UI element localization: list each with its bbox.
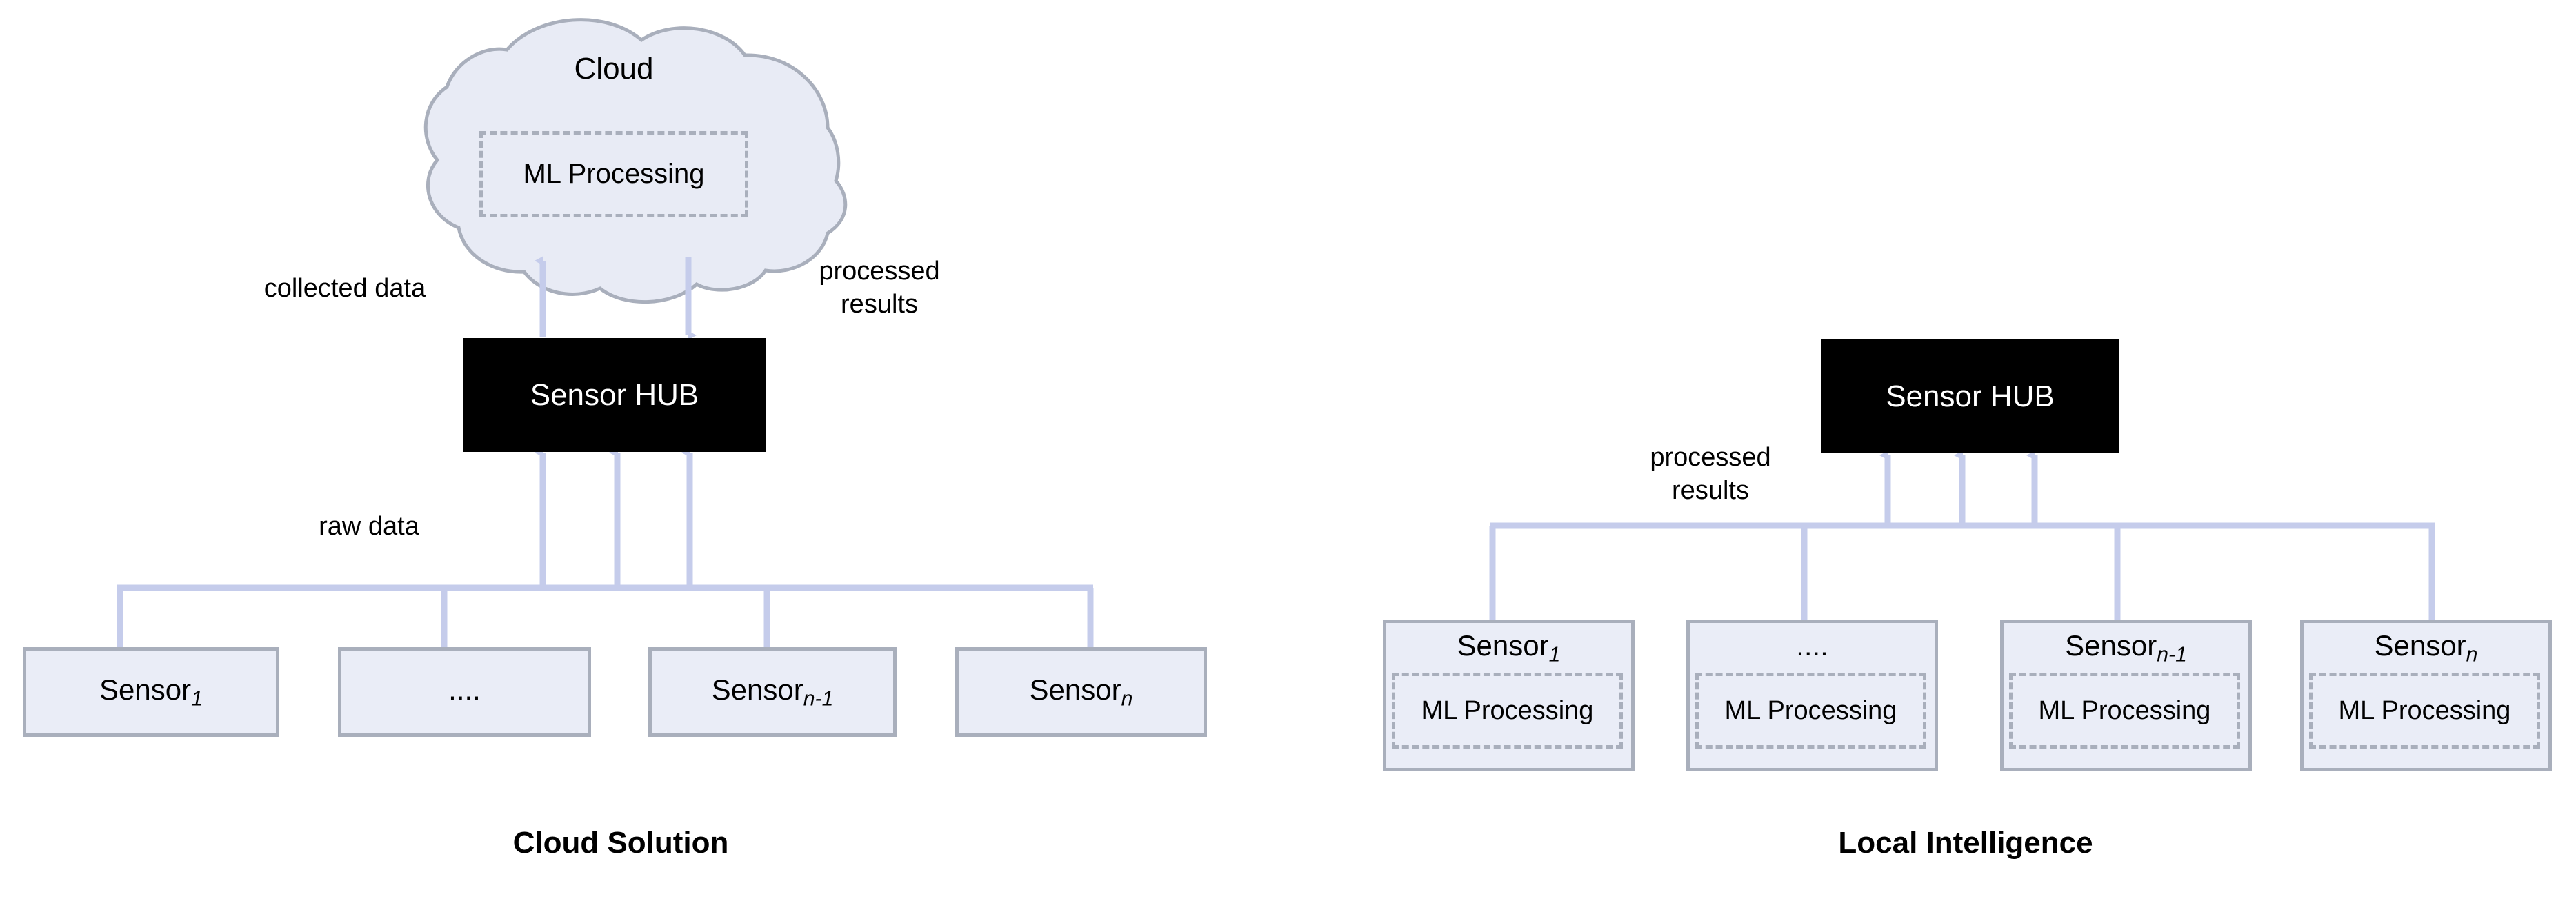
raw-data-arrows [535,448,693,588]
right-sensor-box-4[interactable]: Sensorn ML Processing [2300,620,2552,771]
left-sensor-label-3: Sensorn-1 [711,673,834,711]
collected-data-label: collected data [263,274,426,303]
cloud-title: Cloud [574,52,654,86]
left-sensor-label-1: Sensor1 [99,673,203,711]
right-sensor-box-2[interactable]: .... ML Processing [1686,620,1938,771]
left-sensor-box-3[interactable]: Sensorn-1 [648,647,897,737]
right-sensor-label-1: Sensor1 [1457,629,1561,666]
left-sensor-box-1[interactable]: Sensor1 [23,647,279,737]
right-sensor-box-1[interactable]: Sensor1 ML Processing [1383,620,1635,771]
processed-results-label-left: processed results [819,257,940,319]
left-panel-caption: Cloud Solution [512,826,729,860]
left-tree-bus [117,584,1094,647]
right-hub-arrows [1879,451,2038,526]
right-sensor-hub-label: Sensor HUB [1886,379,2055,413]
right-ml-box-2: ML Processing [1695,673,1926,749]
left-sensor-hub[interactable]: Sensor HUB [463,338,766,452]
right-sensor-box-3[interactable]: Sensorn-1 ML Processing [2000,620,2252,771]
right-ml-box-3: ML Processing [2009,673,2240,749]
raw-data-label: raw data [319,512,419,541]
left-sensor-label-4: Sensorn [1029,673,1133,711]
right-sensor-label-2: .... [1796,629,1828,662]
left-sensor-label-2: .... [448,673,481,706]
processed-results-label-right: processed results [1650,443,1771,505]
right-sensor-label-4: Sensorn [2374,629,2478,666]
right-panel-caption: Local Intelligence [1838,826,2093,860]
right-sensor-hub[interactable]: Sensor HUB [1821,339,2119,453]
left-sensor-box-4[interactable]: Sensorn [955,647,1207,737]
left-sensor-hub-label: Sensor HUB [530,377,699,412]
right-sensor-label-3: Sensorn-1 [2065,629,2187,666]
cloud-ml-processing-box: ML Processing [479,131,748,217]
left-sensor-box-2[interactable]: .... [338,647,591,737]
right-tree-bus [1489,522,2435,620]
right-ml-box-1: ML Processing [1392,673,1623,749]
right-ml-box-4: ML Processing [2309,673,2540,749]
